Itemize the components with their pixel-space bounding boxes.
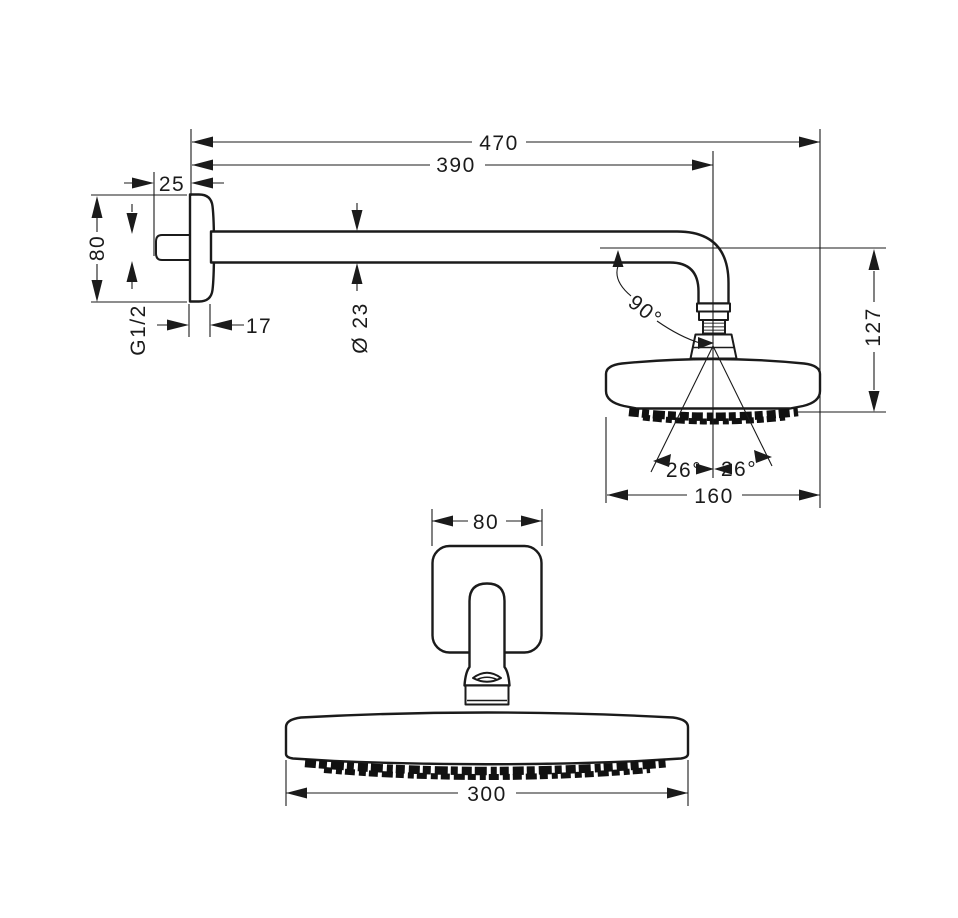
dim-escutcheon-width-label: 80 (473, 511, 499, 534)
dim-spray-angle-left-label: 26° (666, 459, 702, 482)
side-view-extension-lines (91, 129, 886, 508)
dim-head-drop-height-label: 127 (862, 307, 885, 347)
ball-joint-front-line (476, 676, 498, 681)
dim-overall-projection-label: 470 (479, 132, 519, 155)
wall-stub-outline (155, 234, 192, 261)
front-view-extension-lines (285, 509, 689, 806)
threaded-collar-hatch (704, 322, 724, 331)
dim-spray-angle-right-label: 26° (721, 458, 757, 481)
dim-wall-stub-length-label: 25 (159, 173, 185, 196)
dim-head-depth-label: 160 (694, 485, 734, 508)
dim-escutcheon-height-label: 80 (86, 235, 109, 261)
spray-nozzles-front-row1 (304, 758, 670, 776)
front-view-product-outline (284, 544, 690, 780)
dim-arm-diameter-label: Ø 23 (349, 302, 372, 354)
dim-head-width-label: 300 (467, 783, 507, 806)
dim-head-angle-label: 90° (624, 291, 667, 331)
spray-nozzles-front-row2 (323, 767, 651, 780)
dim-thread-size-label: G1/2 (127, 304, 150, 356)
side-view-dimension-lines (96, 141, 875, 496)
dim-arm-to-head-center-label: 390 (436, 154, 476, 177)
connector-front-outline (464, 684, 510, 706)
dim-escutcheon-depth-label: 17 (246, 315, 272, 338)
shower-arm-front-outline (463, 582, 511, 687)
side-view-product-outline (155, 193, 822, 425)
side-view: 470 390 25 80 G1/2 17 Ø 23 90° 127 26° 2… (86, 129, 886, 508)
shower-arm-outline (209, 230, 730, 305)
angle-leader-lines (616, 265, 773, 473)
shower-head-front-outline (284, 711, 690, 766)
front-view: 80 300 (284, 509, 690, 806)
